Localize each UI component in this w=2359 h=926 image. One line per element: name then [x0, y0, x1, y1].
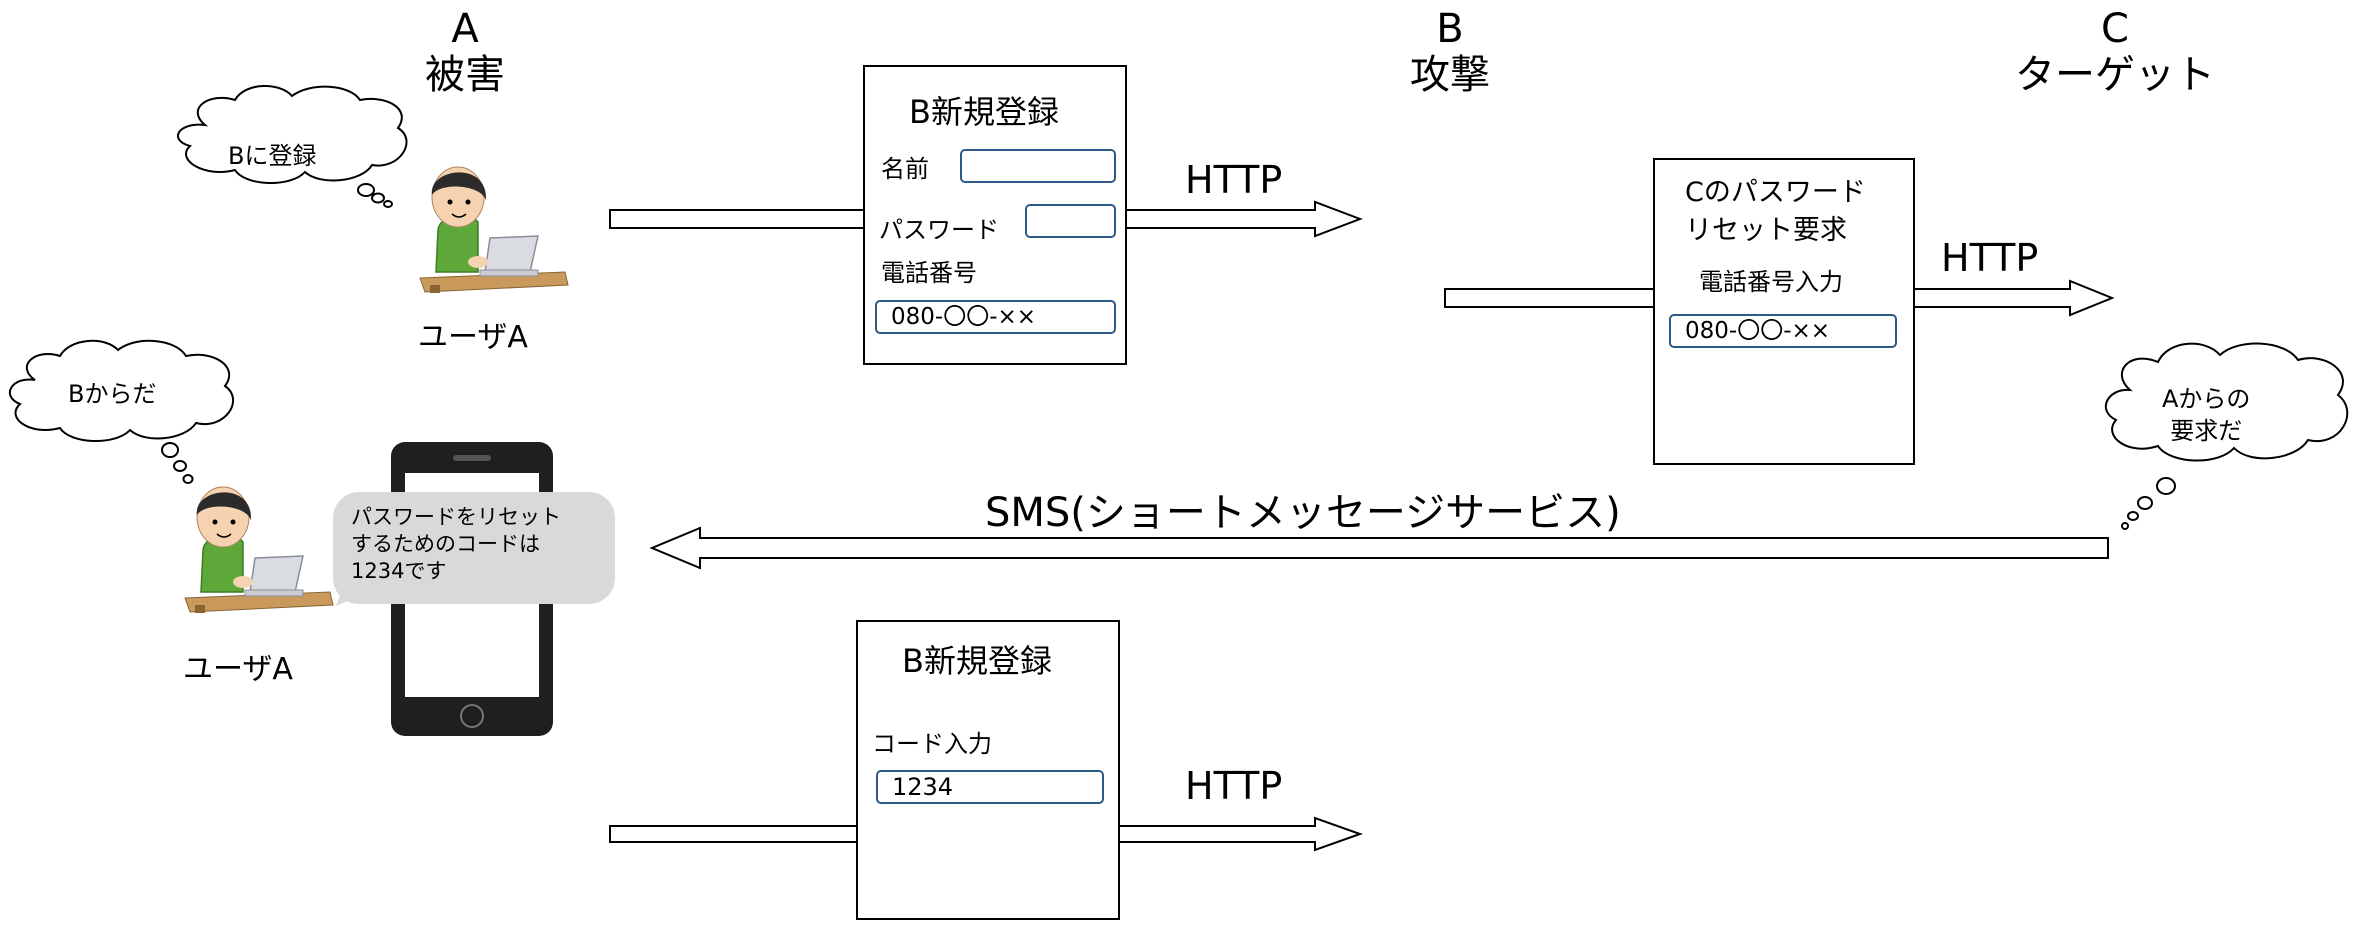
actor-a-header: A 被害: [405, 6, 525, 98]
code-input[interactable]: 1234: [876, 770, 1104, 804]
reset-phone-input[interactable]: 080-〇〇-××: [1669, 314, 1897, 348]
sms-label: SMS(ショートメッセージサービス): [985, 490, 1621, 536]
cloud-from-a-text: Aからの 要求だ: [2162, 383, 2250, 447]
sms-message-line1: パスワードをリセット: [351, 505, 561, 529]
actor-a-letter: A: [451, 6, 479, 52]
user-a-top-icon: [419, 166, 569, 293]
form-reset-title: Cのパスワード リセット要求: [1685, 174, 1866, 250]
cloud-from-a-line2: 要求だ: [2170, 417, 2243, 445]
arrow-sms: [649, 526, 2109, 570]
form-register: B新規登録 名前 パスワード 電話番号 080-〇〇-××: [863, 65, 1127, 365]
actor-c-name: ターゲット: [2015, 52, 2215, 98]
cloud-register-text: Bに登録: [228, 142, 317, 170]
actor-a-name: 被害: [425, 52, 505, 98]
form-reset: Cのパスワード リセット要求 電話番号入力 080-〇〇-××: [1653, 158, 1915, 465]
phone-input[interactable]: 080-〇〇-××: [875, 300, 1116, 334]
name-label: 名前: [881, 155, 929, 183]
actor-b-letter: B: [1436, 6, 1464, 52]
user-a-bottom-icon: [184, 486, 334, 613]
sms-message-bubble: パスワードをリセット するためのコードは 1234です: [333, 492, 615, 604]
http-reset-label: HTTP: [1941, 236, 2039, 280]
sms-message-line2: するためのコードは: [351, 532, 540, 556]
http-register-label: HTTP: [1185, 158, 1283, 202]
user-a-bottom-label: ユーザA: [183, 652, 293, 687]
password-input[interactable]: [1025, 204, 1116, 238]
thought-cloud-from-b: [8, 339, 235, 484]
cloud-from-b-text: Bからだ: [68, 380, 157, 408]
thought-cloud-from-a: [2104, 342, 2349, 530]
user-a-top-label: ユーザA: [418, 320, 528, 355]
form-code: B新規登録 コード入力 1234: [856, 620, 1120, 920]
actor-b-header: B 攻撃: [1390, 6, 1510, 98]
actor-b-name: 攻撃: [1410, 52, 1490, 98]
code-label: コード入力: [872, 730, 992, 758]
actor-c-header: C ターゲット: [2010, 6, 2220, 98]
actor-c-letter: C: [2101, 6, 2129, 52]
sms-message-line3: 1234です: [351, 559, 447, 583]
form-reset-title-line2: リセット要求: [1685, 215, 1847, 246]
cloud-from-a-line1: Aからの: [2162, 385, 2251, 413]
http-code-label: HTTP: [1185, 764, 1283, 808]
phone-label: 電話番号: [881, 259, 977, 287]
form-register-title: B新規登録: [909, 93, 1059, 131]
name-input[interactable]: [960, 149, 1116, 183]
form-reset-title-line1: Cのパスワード: [1685, 177, 1866, 208]
form-code-title: B新規登録: [902, 642, 1052, 680]
reset-phone-label: 電話番号入力: [1699, 268, 1843, 296]
thought-cloud-register: [177, 84, 408, 208]
password-label: パスワード: [879, 216, 999, 244]
